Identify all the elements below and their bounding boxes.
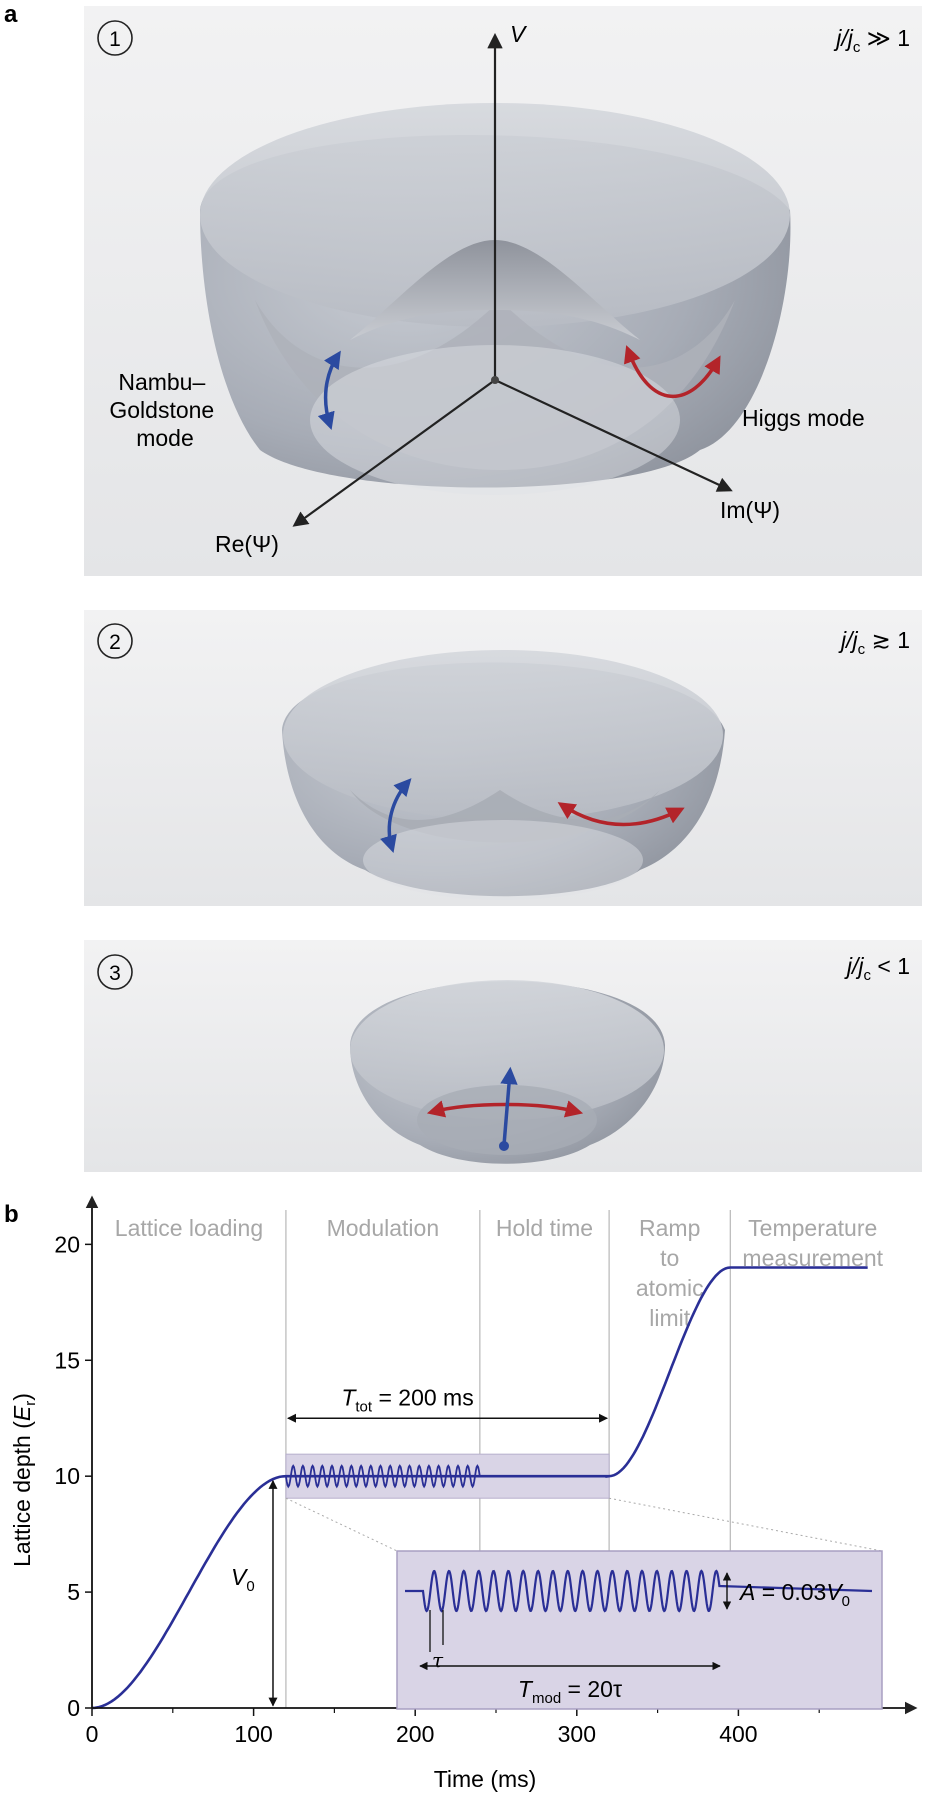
condition-label-2: j/jc ≳ 1 bbox=[838, 627, 910, 658]
zoom-line-right bbox=[609, 1497, 883, 1552]
zoom-line-left bbox=[285, 1497, 398, 1552]
subpanel-3: 3 j/jc < 1 bbox=[84, 940, 922, 1172]
lattice-depth-chart: Lattice loading Modulation Hold time Ramp to… bbox=[9, 1195, 918, 1792]
goldstone-dot-3 bbox=[499, 1141, 509, 1151]
chart-ticks: 0 100 200 300 400 0 5 10 15 20 bbox=[54, 1231, 820, 1747]
x-tick-label-400: 400 bbox=[719, 1721, 757, 1747]
goldstone-label: Nambu– Goldstone mode bbox=[109, 369, 220, 451]
phase-label-1-line-1: Lattice loading bbox=[115, 1215, 263, 1241]
surface-trough-2 bbox=[350, 790, 660, 843]
goldstone-arrow-3 bbox=[500, 1066, 518, 1146]
amplitude-label: A = 0.03V0 bbox=[738, 1579, 850, 1610]
condition-label-3: j/jc < 1 bbox=[844, 953, 910, 984]
axis-re-label: Re(Ψ) bbox=[215, 531, 279, 557]
y-tick-label-15: 15 bbox=[54, 1347, 80, 1373]
tmod-label: Tmod = 20τ bbox=[518, 1676, 622, 1707]
surface-rim-2 bbox=[283, 650, 723, 820]
panel-number-circle-2 bbox=[97, 623, 133, 659]
axis-v-label: V bbox=[510, 21, 528, 47]
phase-label-4-line-1: Ramp bbox=[639, 1215, 700, 1241]
subpanel-2: 2 j/jc ≳ 1 bbox=[84, 610, 922, 906]
higgs-arrow-2 bbox=[557, 802, 685, 827]
panel-number-1: 1 bbox=[109, 28, 121, 51]
higgs-arrow-1 bbox=[624, 345, 721, 399]
tau-label: τ bbox=[432, 1648, 444, 1672]
x-tick-label-0: 0 bbox=[86, 1721, 99, 1747]
higgs-arrow-3 bbox=[426, 1100, 584, 1118]
higgs-label: Higgs mode bbox=[742, 405, 865, 431]
phase-label-4-line-4: limit bbox=[649, 1305, 690, 1331]
inset-modulation-wave bbox=[405, 1569, 873, 1613]
surface-rim-3 bbox=[350, 980, 664, 1120]
phase-label-5-line-1: Temperature bbox=[748, 1215, 877, 1241]
x-tick-label-100: 100 bbox=[234, 1721, 272, 1747]
zoom-guide-lines bbox=[285, 1497, 883, 1552]
panel-number-circle-1 bbox=[97, 20, 133, 56]
goldstone-arrow-1 bbox=[317, 350, 341, 431]
x-axis-title: Time (ms) bbox=[434, 1766, 537, 1792]
panel-b-label: b bbox=[4, 1201, 19, 1228]
goldstone-arrow-2 bbox=[380, 778, 412, 854]
modulation-wave bbox=[285, 1464, 481, 1489]
surface-trough-1 bbox=[255, 300, 735, 470]
y-tick-label-5: 5 bbox=[67, 1579, 80, 1605]
phase-labels: Lattice loading Modulation Hold time Ramp to… bbox=[115, 1215, 884, 1331]
axis-re-1 bbox=[292, 379, 496, 527]
y-tick-label-0: 0 bbox=[67, 1695, 80, 1721]
phase-label-3-line-1: Hold time bbox=[496, 1215, 593, 1241]
lattice-depth-curve bbox=[91, 1266, 868, 1710]
v0-label: V0 bbox=[231, 1564, 255, 1595]
y-axis-title: Lattice depth (Er) bbox=[9, 1393, 39, 1567]
y-tick-label-20: 20 bbox=[54, 1231, 80, 1257]
phase-label-4-line-3: atomic bbox=[636, 1275, 704, 1301]
panel-number-3: 3 bbox=[109, 962, 121, 985]
subpanel-1: 1 j/jc ≫ 1 V Re(Ψ) Im(Ψ) Nambu– Goldston… bbox=[84, 6, 922, 576]
axis-im-label: Im(Ψ) bbox=[720, 497, 780, 523]
y-tick-label-10: 10 bbox=[54, 1463, 80, 1489]
panel-number-2: 2 bbox=[109, 631, 121, 654]
axis-im-1 bbox=[494, 379, 733, 492]
trough-ring-1 bbox=[310, 345, 680, 495]
ttot-label: Ttot = 200 ms bbox=[341, 1384, 473, 1415]
panel-a-label: a bbox=[4, 1, 18, 28]
panel-number-circle-3 bbox=[97, 954, 133, 990]
x-tick-label-200: 200 bbox=[396, 1721, 434, 1747]
origin-dot-1 bbox=[491, 376, 499, 384]
x-tick-label-300: 300 bbox=[558, 1721, 596, 1747]
trough-ring-2 bbox=[363, 820, 643, 900]
phase-label-2-line-1: Modulation bbox=[327, 1215, 440, 1241]
condition-label-1: j/jc ≫ 1 bbox=[833, 25, 910, 56]
phase-label-4-line-2: to bbox=[660, 1245, 679, 1271]
